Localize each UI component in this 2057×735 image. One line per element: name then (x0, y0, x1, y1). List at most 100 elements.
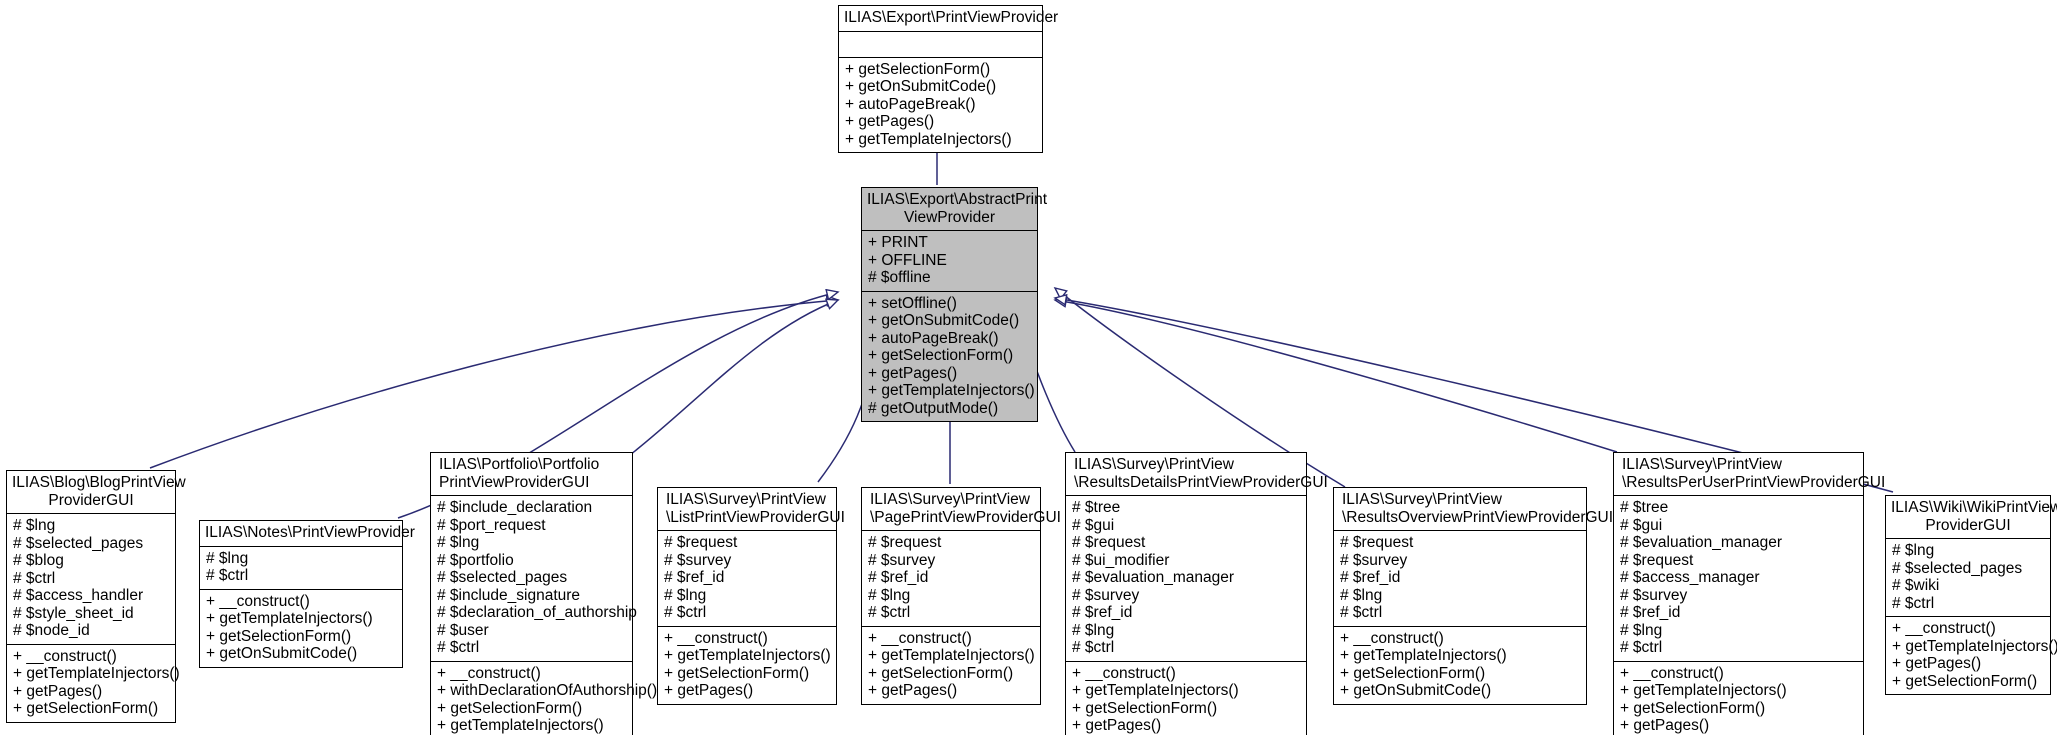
class-member-row: # $request (664, 534, 738, 551)
class-member-row: + autoPageBreak() (845, 95, 976, 113)
class-node-print-view-provider[interactable]: ILIAS\Export\PrintViewProvider + getSele… (838, 5, 1058, 153)
class-attributes (839, 32, 1042, 57)
divider (7, 513, 175, 514)
class-member-row: # $node_id (13, 622, 90, 639)
class-title: ILIAS\Portfolio\Portfolio PrintViewProvi… (439, 456, 600, 491)
divider (862, 230, 1037, 231)
class-member-row: # $offline (868, 269, 931, 286)
class-node-survey-page-print-view-provider-gui[interactable]: ILIAS\Survey\PrintView \PagePrintViewPro… (861, 487, 1061, 705)
edge-results-per-user (1055, 300, 1618, 453)
divider (431, 660, 632, 662)
class-member-row: + __construct() (664, 629, 768, 647)
class-member-row: # $gui (1620, 516, 1663, 534)
class-member-row: + __construct() (206, 592, 310, 610)
class-title: ILIAS\Survey\PrintView \ResultsDetailsPr… (1074, 456, 1328, 491)
class-member-row: + getOnSubmitCode() (845, 78, 997, 95)
class-member-row: # $ctrl (868, 604, 911, 621)
class-member-row: + getPages() (845, 113, 935, 130)
divider (200, 545, 402, 547)
class-member-row: # $gui (1072, 516, 1115, 534)
class-member-row: + withDeclarationOfAuthorship() (437, 682, 658, 699)
class-node-blog-print-view-provider-gui[interactable]: ILIAS\Blog\BlogPrintView ProviderGUI # $… (6, 470, 186, 723)
class-member-row: # $wiki (1892, 577, 1940, 594)
class-attributes: # $request# $survey# $ref_id# $lng# $ctr… (658, 531, 836, 626)
class-member-row: # $request (868, 534, 942, 551)
class-attributes: # $request# $survey# $ref_id# $lng# $ctr… (1334, 531, 1586, 626)
class-member-row: + PRINT (868, 234, 928, 251)
class-title: ILIAS\Survey\PrintView \ResultsPerUserPr… (1622, 456, 1886, 491)
class-member-row: + getSelectionForm() (1072, 699, 1218, 717)
class-member-row: + getSelectionForm() (845, 60, 991, 78)
class-member-row: + getSelectionForm() (1340, 664, 1486, 682)
class-member-row: + getSelectionForm() (206, 627, 352, 645)
class-member-row: # $access_manager (1620, 569, 1760, 586)
divider (1066, 660, 1306, 662)
divider (1886, 538, 2050, 539)
class-member-row: + getTemplateInjectors() (1340, 647, 1507, 664)
divider (839, 30, 1042, 32)
class-member-row: + getTemplateInjectors() (868, 382, 1035, 399)
class-member-row: + getSelectionForm() (1620, 699, 1766, 717)
class-member-row: + getTemplateInjectors() (13, 665, 180, 682)
class-member-row: # $survey (1340, 551, 1408, 569)
class-member-row: + getPages() (13, 682, 103, 700)
class-node-survey-results-details-print-view-provider-gui[interactable]: ILIAS\Survey\PrintView \ResultsDetailsPr… (1065, 452, 1328, 735)
class-member-row: # $blog (13, 552, 64, 569)
class-title: ILIAS\Wiki\WikiPrintView ProviderGUI (1891, 499, 2057, 534)
class-attributes: # $request# $survey# $ref_id# $lng# $ctr… (862, 531, 1040, 626)
class-member-row: # $lng (1892, 542, 1935, 559)
class-member-row: # $survey (664, 551, 732, 569)
divider (658, 530, 836, 531)
class-operations: + __construct()+ getTemplateInjectors()+… (1334, 627, 1586, 704)
class-operations: + __construct()+ getTemplateInjectors()+… (1066, 662, 1306, 735)
class-operations: + __construct()+ withDeclarationOfAuthor… (431, 662, 658, 735)
divider (1614, 495, 1863, 496)
divider (200, 588, 402, 590)
class-member-row: + getOnSubmitCode() (206, 645, 358, 662)
class-member-row: # $ref_id (1340, 569, 1401, 586)
class-node-survey-list-print-view-provider-gui[interactable]: ILIAS\Survey\PrintView \ListPrintViewPro… (657, 487, 845, 705)
class-attributes: # $tree# $gui# $request# $ui_modifier# $… (1066, 496, 1306, 661)
class-operations: + setOffline()+ getOnSubmitCode()+ autoP… (862, 292, 1037, 422)
divider (862, 530, 1040, 531)
class-operations: + __construct()+ getTemplateInjectors()+… (200, 590, 402, 667)
class-member-row: + getPages() (1072, 717, 1162, 734)
class-member-row: + getOnSubmitCode() (1340, 682, 1492, 699)
class-member-row: + getSelectionForm() (1892, 672, 2038, 690)
class-member-row: # $ref_id (868, 569, 929, 586)
class-member-row: + getPages() (1620, 717, 1710, 734)
class-member-row: + getTemplateInjectors() (437, 717, 604, 734)
class-node-notes-print-view-provider[interactable]: ILIAS\Notes\PrintViewProvider # $lng# $c… (199, 520, 415, 668)
class-member-row: + getTemplateInjectors() (845, 130, 1012, 148)
class-member-row: + getTemplateInjectors() (868, 647, 1035, 664)
divider (1334, 625, 1586, 627)
class-member-row: + setOffline() (868, 294, 957, 312)
class-member-row: + getSelectionForm() (868, 664, 1014, 682)
class-node-wiki-print-view-provider-gui[interactable]: ILIAS\Wiki\WikiPrintView ProviderGUI # $… (1885, 495, 2057, 695)
class-attributes: # $lng# $ctrl (200, 547, 402, 589)
class-member-row: # $include_signature (437, 586, 581, 604)
class-member-row: # $style_sheet_id (13, 604, 134, 622)
class-member-row: # $user (437, 621, 489, 639)
class-title: ILIAS\Survey\PrintView \PagePrintViewPro… (870, 491, 1061, 526)
class-member-row: # $tree (1072, 499, 1121, 516)
class-member-row: # $selected_pages (1892, 559, 2023, 577)
class-member-row: # $request (1340, 534, 1414, 551)
edge-blog (149, 300, 838, 469)
class-member-row: + __construct() (1072, 664, 1176, 682)
class-operations: + __construct()+ getTemplateInjectors()+… (862, 627, 1040, 704)
divider (7, 643, 175, 645)
class-member-row: # $ctrl (206, 567, 249, 584)
divider (1886, 616, 2050, 617)
class-member-row: # $lng (664, 586, 707, 604)
class-node-abstract-print-view-provider[interactable]: ILIAS\Export\AbstractPrint ViewProvider … (861, 187, 1047, 422)
class-member-row: # $ref_id (664, 569, 725, 586)
class-attributes: # $lng# $selected_pages# $blog# $ctrl# $… (7, 514, 175, 644)
class-member-row: + __construct() (1892, 620, 1996, 637)
class-title: ILIAS\Survey\PrintView \ListPrintViewPro… (666, 491, 845, 526)
class-member-row: # $ctrl (1892, 594, 1935, 612)
class-node-portfolio-print-view-provider-gui[interactable]: ILIAS\Portfolio\Portfolio PrintViewProvi… (430, 452, 658, 735)
class-node-survey-results-overview-print-view-provider-gui[interactable]: ILIAS\Survey\PrintView \ResultsOverviewP… (1333, 487, 1613, 705)
class-node-survey-results-per-user-print-view-provider-gui[interactable]: ILIAS\Survey\PrintView \ResultsPerUserPr… (1613, 452, 1886, 735)
edge-portfolio (629, 300, 838, 456)
